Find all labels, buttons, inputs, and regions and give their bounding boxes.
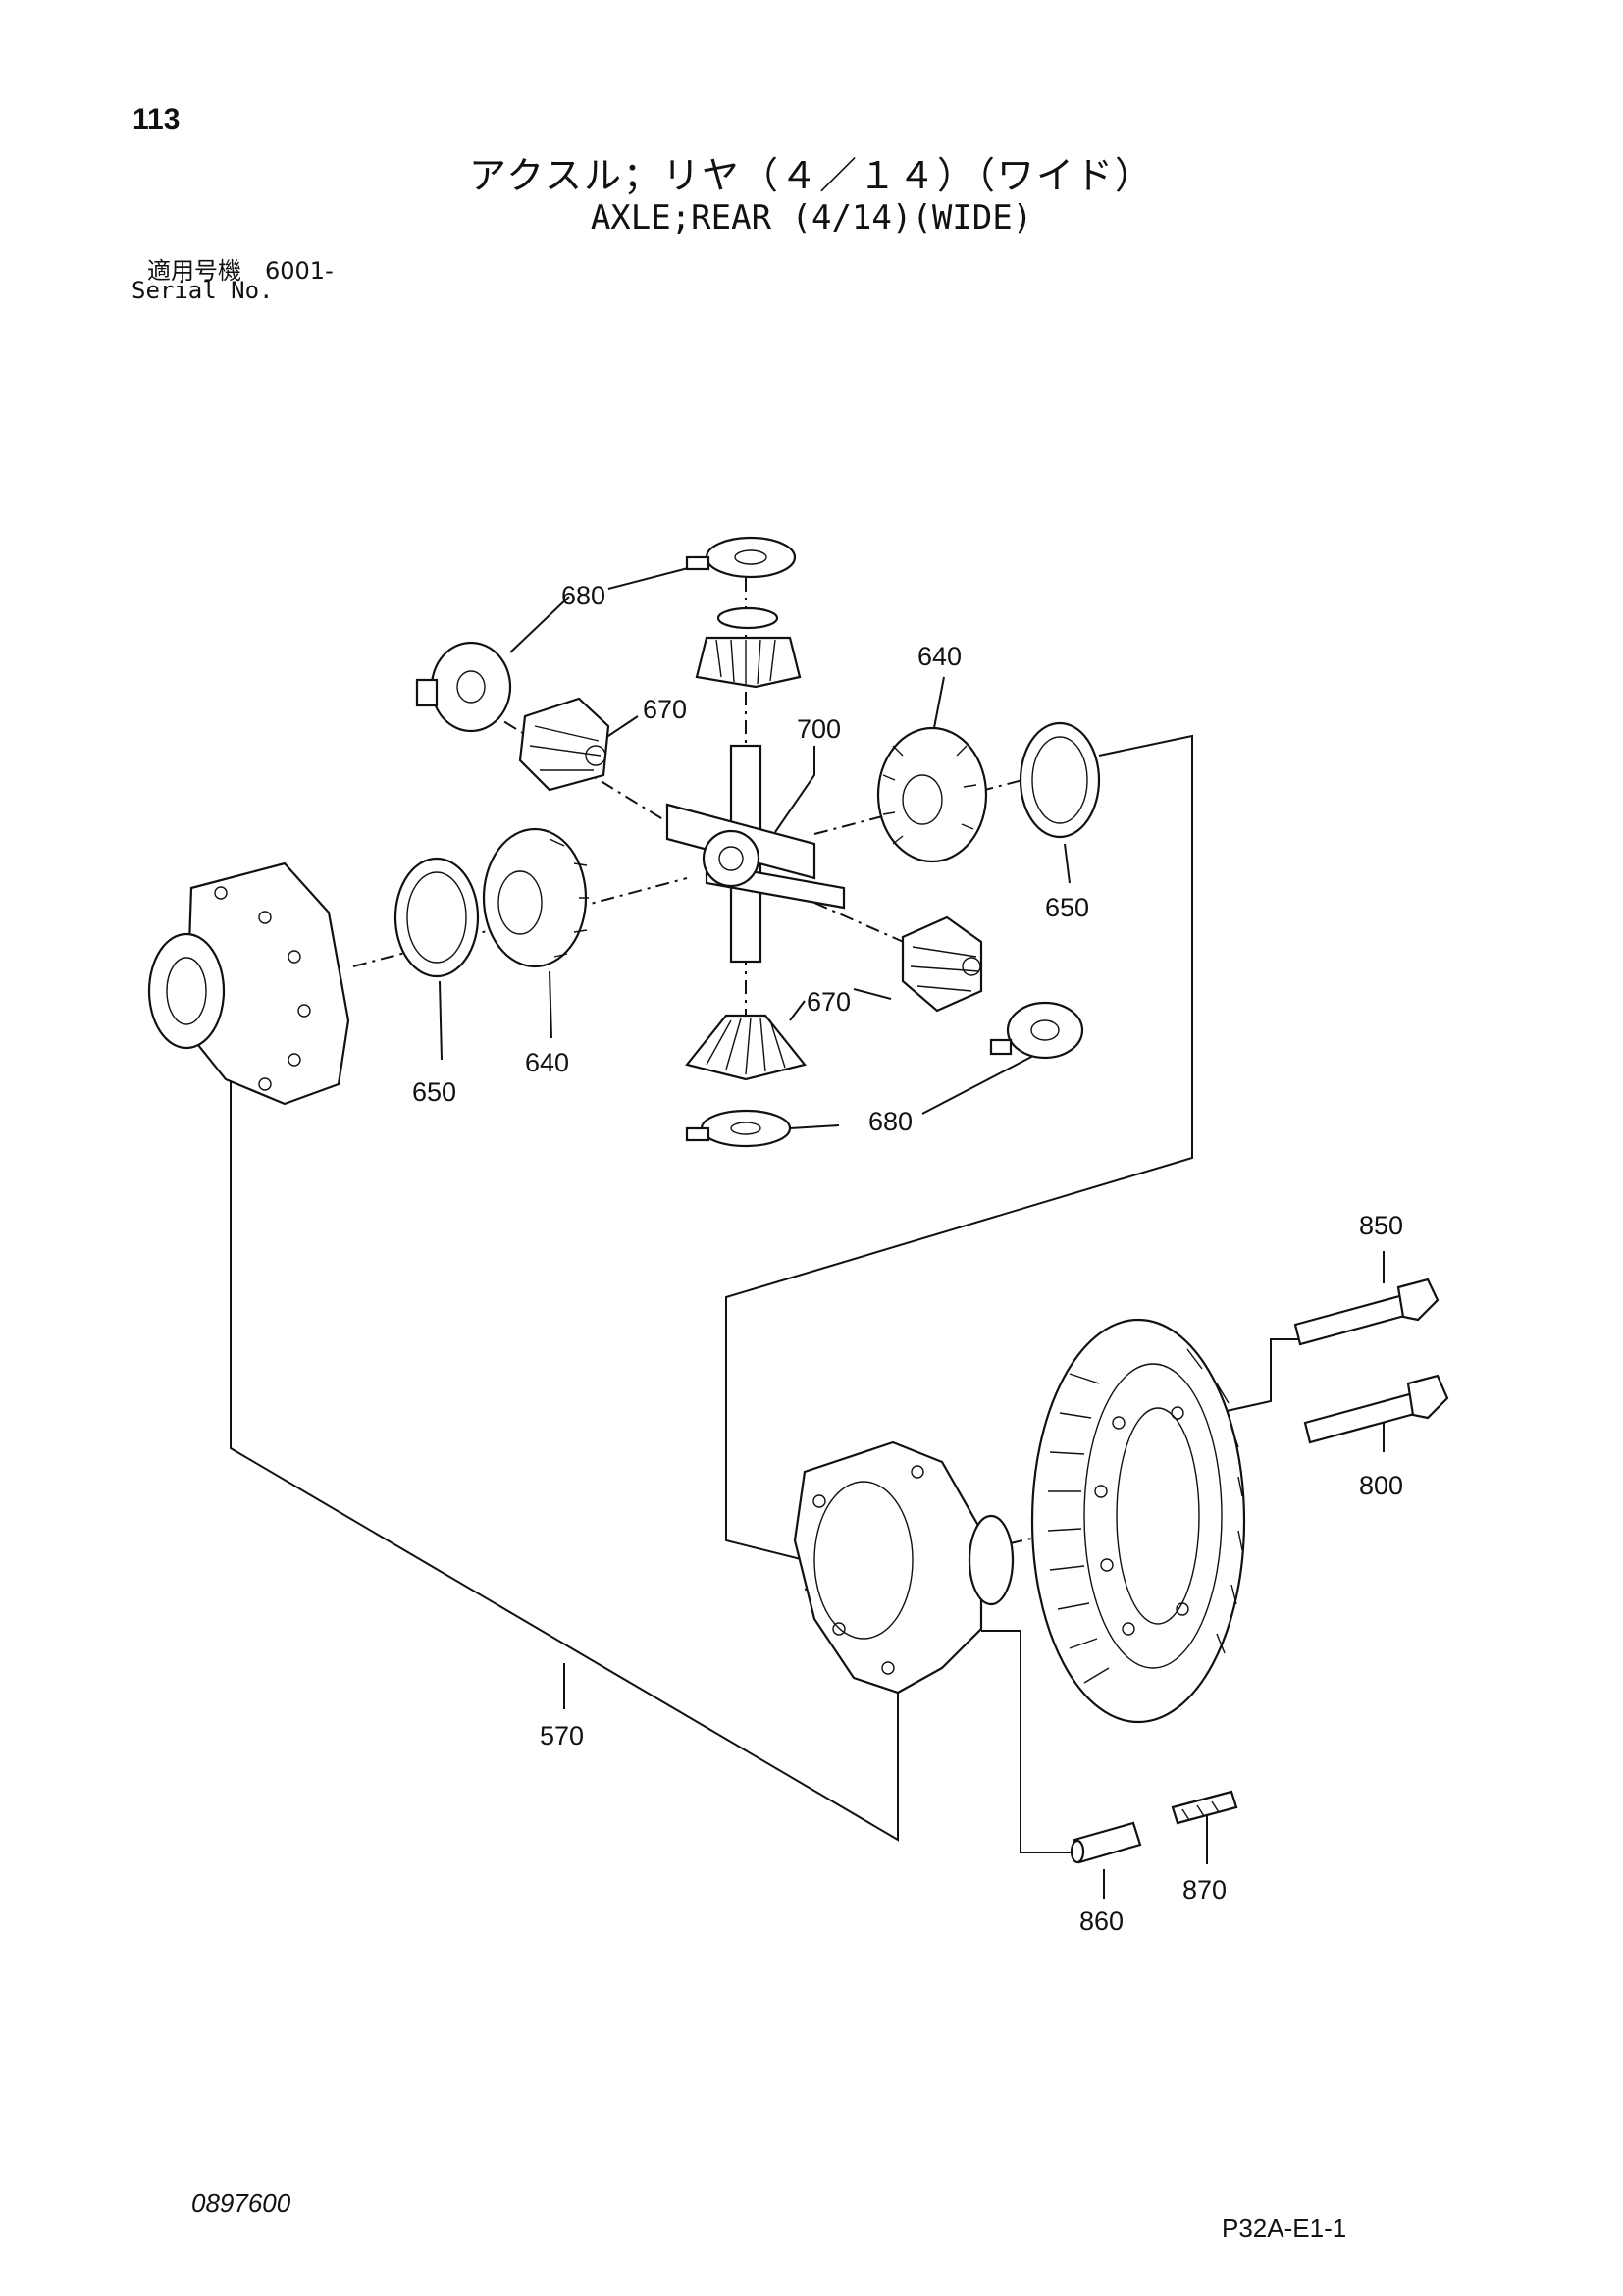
document-code: 0897600 (191, 2188, 291, 2218)
part-label-870: 870 (1182, 1875, 1227, 1905)
part-label-640-right: 640 (917, 642, 962, 671)
part-label-670-bottom: 670 (807, 987, 851, 1017)
part-label-640-left: 640 (525, 1048, 569, 1077)
part-labels: 680 670 640 700 650 650 640 670 680 850 … (412, 581, 1403, 1936)
spider-cross-700 (665, 744, 846, 964)
thrust-washer-680-bottom (685, 1109, 792, 1148)
part-label-850: 850 (1359, 1211, 1403, 1240)
thrust-shim-650-left (393, 857, 480, 978)
differential-case-570 (793, 1440, 1015, 1695)
thrust-washer-680-top (685, 536, 797, 579)
title-japanese: アクスル；リヤ（４／１４）（ワイド） (469, 154, 1154, 197)
part-label-700: 700 (797, 714, 841, 744)
side-gear-640-right (876, 726, 988, 863)
thrust-washer-680-left (415, 641, 512, 733)
thrust-washer-680-right (989, 1001, 1084, 1060)
part-label-680-top: 680 (561, 581, 605, 610)
leader-lines (230, 566, 1385, 1899)
pinion-gear-670-bottom (685, 1014, 807, 1081)
page-code: P32A-E1-1 (1222, 2214, 1347, 2243)
page-number: 113 (132, 103, 181, 135)
serial-label-japanese: 適用号機 6001- (147, 257, 334, 285)
pinion-gear-670-top (695, 606, 802, 689)
bolt-850 (1293, 1278, 1440, 1346)
serial-label-english: Serial No. (131, 277, 274, 304)
side-gear-640-left (482, 827, 589, 968)
pinion-gear-670-right (901, 915, 983, 1013)
pinion-gear-670-left (518, 697, 610, 792)
bolt-800 (1303, 1374, 1449, 1444)
title-english: AXLE;REAR (4/14)(WIDE) (590, 198, 1033, 237)
part-label-650-right: 650 (1045, 893, 1089, 922)
part-label-670-top: 670 (643, 695, 687, 724)
thrust-shim-650-right (1019, 721, 1101, 839)
part-label-800: 800 (1359, 1471, 1403, 1500)
part-label-650-left: 650 (412, 1077, 456, 1107)
differential-case-left (147, 861, 350, 1106)
spring-pin-870 (1171, 1790, 1238, 1825)
pin-860 (1070, 1821, 1142, 1864)
ring-gear (1030, 1318, 1246, 1724)
part-label-570: 570 (540, 1721, 584, 1750)
part-label-860: 860 (1079, 1906, 1124, 1936)
part-label-680-bottom: 680 (868, 1107, 913, 1136)
